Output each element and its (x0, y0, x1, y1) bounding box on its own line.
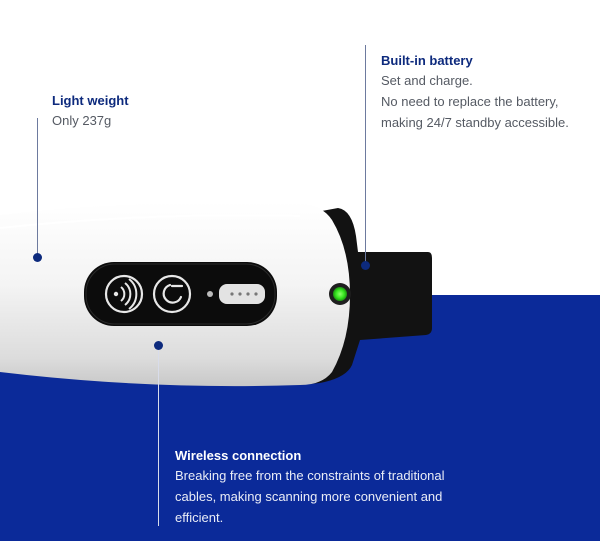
battery-marker-dot (361, 261, 370, 270)
light-weight-desc: Only 237g (52, 113, 112, 128)
light-weight-title: Light weight (52, 93, 129, 108)
battery-desc-line-3: making 24/7 standby accessible. (381, 115, 569, 130)
wireless-marker-dot (154, 341, 163, 350)
light-weight-marker-dot (33, 253, 42, 262)
light-weight-callout: Light weight Only 237g (52, 92, 129, 131)
light-weight-leader-line (37, 118, 38, 258)
battery-leader-line (365, 45, 366, 263)
wireless-desc-line-3: efficient. (175, 510, 224, 525)
wireless-callout: Wireless connection Breaking free from t… (175, 447, 445, 528)
wireless-title: Wireless connection (175, 448, 302, 463)
battery-title: Built-in battery (381, 53, 473, 68)
battery-callout: Built-in battery Set and charge. No need… (381, 52, 569, 133)
power-icon (152, 274, 192, 314)
status-led-icon (329, 283, 351, 305)
battery-desc-line-1: Set and charge. (381, 73, 473, 88)
wireless-desc-line-2: cables, making scanning more convenient … (175, 489, 443, 504)
wireless-leader-line (158, 348, 159, 526)
wireless-desc-line-1: Breaking free from the constraints of tr… (175, 468, 445, 483)
charging-port-icon (207, 284, 265, 304)
battery-desc-line-2: No need to replace the battery, (381, 94, 559, 109)
wireless-signal-icon (104, 274, 144, 314)
